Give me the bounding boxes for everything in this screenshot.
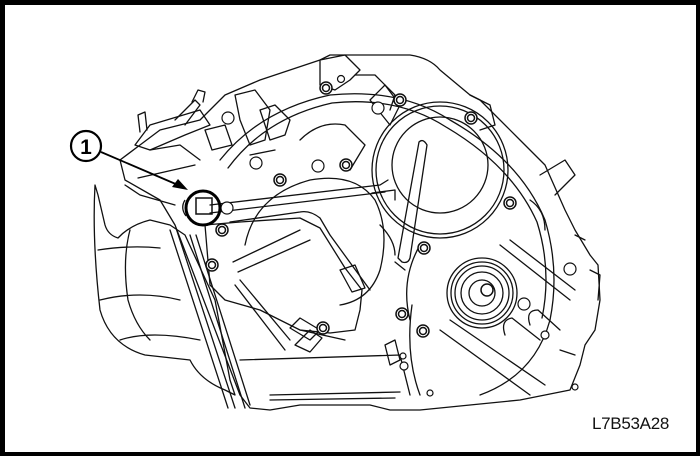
callout-1-arrowhead <box>172 179 188 190</box>
converter-housing-left <box>93 184 236 396</box>
callout-1-target-ring <box>184 189 222 227</box>
callout-1-number: 1 <box>80 136 92 159</box>
callout-1-leader <box>100 151 179 186</box>
valve-body <box>204 217 363 334</box>
case-outline <box>119 54 601 411</box>
callout-1: 1 <box>69 129 222 227</box>
figure-reference-code: L7B53A28 <box>592 414 670 433</box>
callout-1-badge <box>69 129 103 163</box>
